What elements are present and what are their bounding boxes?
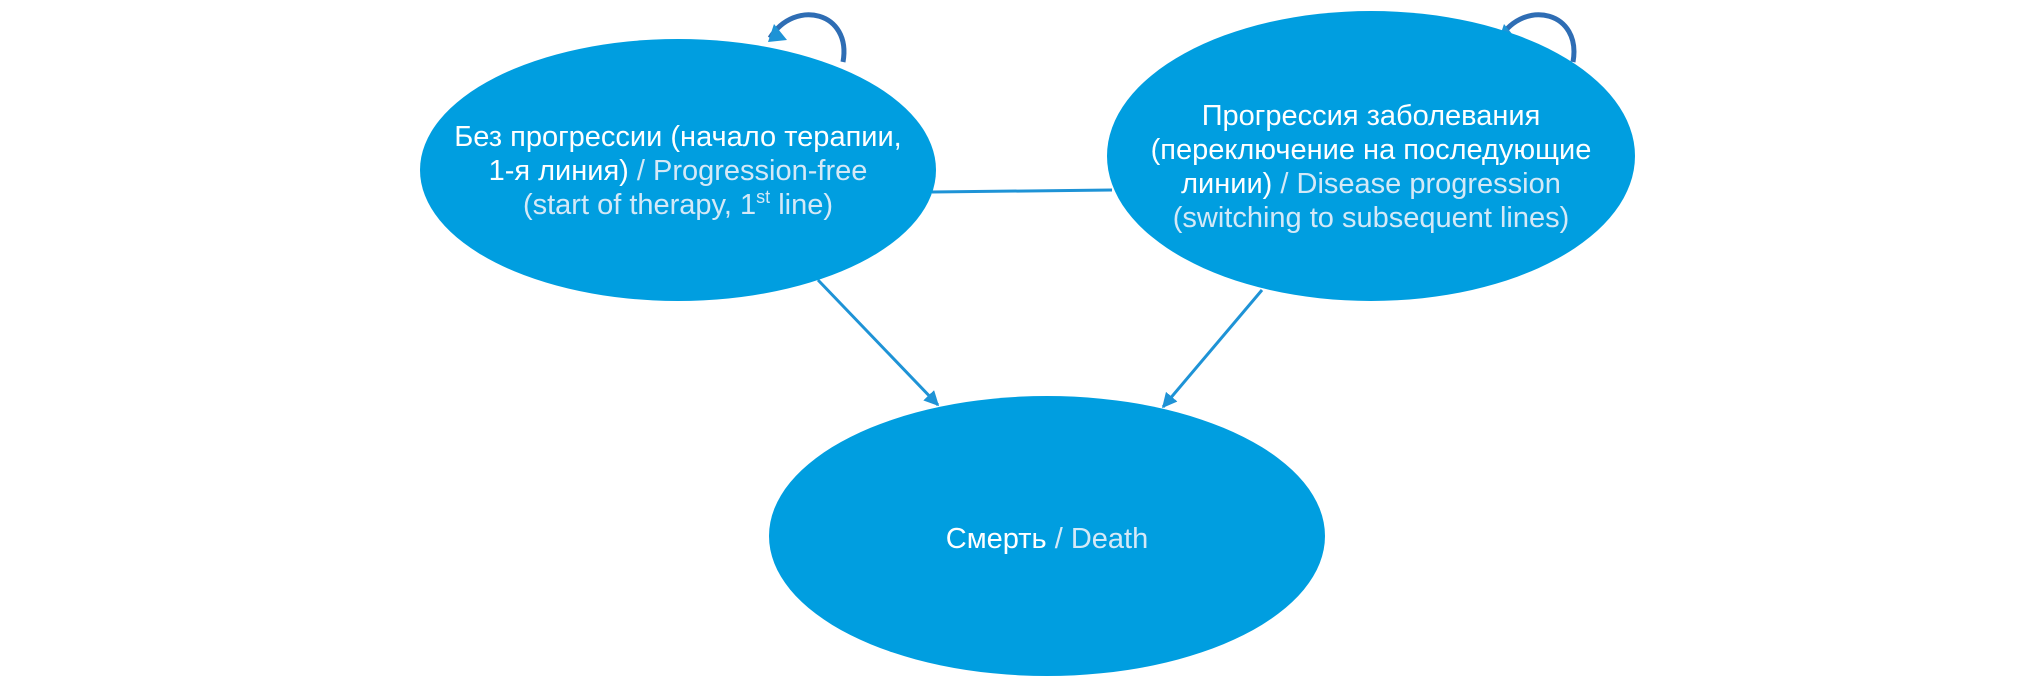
- node-progression-free: Без прогрессии (начало терапии, 1-я лини…: [420, 39, 936, 301]
- edge-disease-progression-to-death: [1161, 289, 1264, 409]
- edge-progression-free-to-death: [816, 278, 940, 407]
- svg-text:(переключение на последующие: (переключение на последующие: [1151, 134, 1592, 166]
- node-disease-progression-line4: (switching to subsequent lines): [1173, 202, 1570, 234]
- node-disease-progression: Прогрессия заболевания (переключение на …: [1107, 11, 1635, 301]
- node-progression-free-separator: /: [629, 155, 653, 187]
- svg-text:Смерть / Death: Смерть / Death: [946, 523, 1148, 555]
- node-disease-progression-line1: Прогрессия заболевания: [1202, 100, 1541, 132]
- node-progression-free-line3-a: (start of therapy, 1: [523, 189, 756, 221]
- node-progression-free-line3-sup: st: [756, 187, 770, 207]
- node-disease-progression-line3-en: Disease progression: [1297, 168, 1561, 200]
- node-death: Смерть / Death: [769, 396, 1325, 676]
- node-death-separator: /: [1047, 523, 1071, 555]
- node-disease-progression-line2: (переключение на последующие: [1151, 134, 1592, 166]
- node-death-label-ru: Смерть: [946, 523, 1047, 555]
- svg-text:Без прогрессии (начало терапии: Без прогрессии (начало терапии,: [454, 121, 901, 153]
- node-progression-free-line2-en: Progression-free: [653, 155, 867, 187]
- loop-arrowhead-icon: [768, 24, 787, 42]
- svg-text:(start of therapy, 1st line): (start of therapy, 1st line): [523, 187, 833, 221]
- node-progression-free-line2-ru: 1-я линия): [489, 155, 629, 187]
- svg-text:1-я линия) / Progression-free: 1-я линия) / Progression-free: [489, 155, 868, 187]
- node-death-label-en: Death: [1071, 523, 1148, 555]
- node-progression-free-line1: Без прогрессии (начало терапии,: [454, 121, 901, 153]
- svg-text:(switching to subsequent lines: (switching to subsequent lines): [1173, 202, 1570, 234]
- self-loop-progression-free: [767, 12, 847, 63]
- node-disease-progression-separator: /: [1272, 168, 1296, 200]
- svg-text:Прогрессия заболевания: Прогрессия заболевания: [1202, 100, 1541, 132]
- node-progression-free-line3-b: line): [770, 189, 833, 221]
- node-disease-progression-line3-ru: линии): [1181, 168, 1272, 200]
- svg-text:линии) / Disease progression: линии) / Disease progression: [1181, 168, 1561, 200]
- edge-progression-free-to-disease-progression: [931, 188, 1113, 194]
